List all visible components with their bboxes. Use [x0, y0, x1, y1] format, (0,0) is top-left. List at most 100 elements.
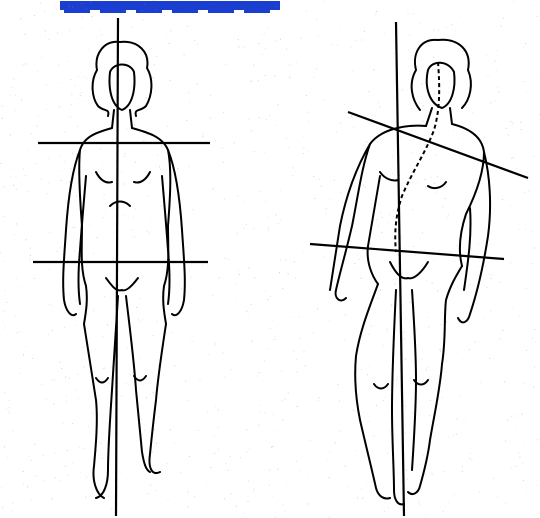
- paper-speck: [4, 447, 5, 448]
- paper-speck: [23, 354, 24, 355]
- paper-speck: [280, 190, 281, 191]
- paper-speck: [184, 54, 185, 55]
- paper-speck: [510, 205, 511, 206]
- paper-speck: [45, 35, 46, 36]
- paper-speck: [59, 362, 60, 363]
- paper-speck: [412, 209, 413, 210]
- paper-speck: [193, 209, 194, 210]
- paper-speck: [297, 406, 298, 407]
- paper-speck: [318, 400, 319, 401]
- paper-speck: [259, 191, 260, 192]
- paper-speck: [167, 126, 168, 127]
- paper-speck: [258, 80, 259, 81]
- paper-speck: [238, 39, 239, 40]
- paper-speck: [507, 420, 508, 421]
- paper-speck: [79, 447, 80, 448]
- paper-speck: [27, 149, 28, 150]
- paper-speck: [214, 436, 215, 437]
- paper-speck: [14, 234, 15, 235]
- paper-speck: [47, 193, 48, 194]
- paper-speck: [30, 248, 31, 249]
- paper-speck: [257, 376, 258, 377]
- paper-speck: [150, 485, 151, 486]
- paper-speck: [405, 433, 406, 434]
- paper-speck: [215, 405, 216, 406]
- paper-speck: [446, 361, 447, 362]
- paper-speck: [62, 254, 63, 255]
- paper-speck: [84, 150, 85, 151]
- paper-speck: [267, 27, 268, 28]
- paper-speck: [381, 232, 382, 233]
- paper-speck: [155, 490, 156, 491]
- paper-speck: [339, 430, 340, 431]
- paper-speck: [187, 26, 188, 27]
- paper-speck: [189, 456, 190, 457]
- paper-speck: [143, 140, 144, 141]
- paper-speck: [101, 34, 102, 35]
- paper-speck: [265, 48, 266, 49]
- paper-speck: [477, 244, 478, 245]
- paper-speck: [42, 455, 43, 456]
- paper-speck: [414, 255, 415, 256]
- paper-speck: [435, 155, 436, 156]
- paper-speck: [92, 459, 93, 460]
- paper-speck: [83, 366, 84, 367]
- paper-speck: [323, 256, 324, 257]
- paper-speck: [282, 400, 283, 401]
- paper-speck: [78, 99, 79, 100]
- paper-speck: [58, 82, 59, 83]
- paper-speck: [194, 40, 195, 41]
- paper-speck: [275, 336, 276, 337]
- paper-speck: [167, 463, 168, 464]
- paper-speck: [502, 199, 503, 200]
- paper-speck: [416, 329, 417, 330]
- paper-speck: [424, 145, 425, 146]
- paper-speck: [523, 480, 524, 481]
- paper-speck: [493, 478, 494, 479]
- paper-speck: [357, 255, 358, 256]
- paper-speck: [65, 466, 66, 467]
- paper-speck: [38, 115, 39, 116]
- paper-speck: [225, 463, 226, 464]
- paper-speck: [285, 399, 286, 400]
- paper-speck: [410, 302, 411, 303]
- paper-speck: [65, 376, 66, 377]
- paper-speck: [157, 321, 158, 322]
- figure-normal: [63, 42, 185, 498]
- paper-speck: [355, 263, 356, 264]
- paper-speck: [70, 79, 71, 80]
- scoliosis-face: [427, 63, 455, 108]
- paper-speck: [296, 461, 297, 462]
- paper-speck: [490, 102, 491, 103]
- paper-speck: [513, 157, 514, 158]
- paper-speck: [215, 344, 216, 345]
- paper-speck: [70, 169, 71, 170]
- paper-speck: [329, 477, 330, 478]
- paper-speck: [255, 277, 256, 278]
- paper-speck: [142, 320, 143, 321]
- paper-speck: [422, 232, 423, 233]
- paper-speck: [147, 231, 148, 232]
- paper-speck: [411, 108, 412, 109]
- paper-speck: [456, 434, 457, 435]
- paper-speck: [64, 131, 65, 132]
- paper-speck: [275, 214, 276, 215]
- paper-speck: [37, 126, 38, 127]
- paper-speck: [513, 1, 514, 2]
- paper-speck: [90, 225, 91, 226]
- paper-speck: [124, 156, 125, 157]
- paper-speck: [214, 57, 215, 58]
- paper-speck: [48, 158, 49, 159]
- paper-speck: [260, 5, 261, 6]
- paper-speck: [531, 137, 532, 138]
- paper-speck: [80, 95, 81, 96]
- paper-speck: [341, 192, 342, 193]
- paper-speck: [340, 123, 341, 124]
- paper-speck: [154, 64, 155, 65]
- paper-speck: [45, 30, 46, 31]
- paper-speck: [264, 412, 265, 413]
- paper-speck: [29, 258, 30, 259]
- paper-speck: [518, 267, 519, 268]
- paper-speck: [318, 397, 319, 398]
